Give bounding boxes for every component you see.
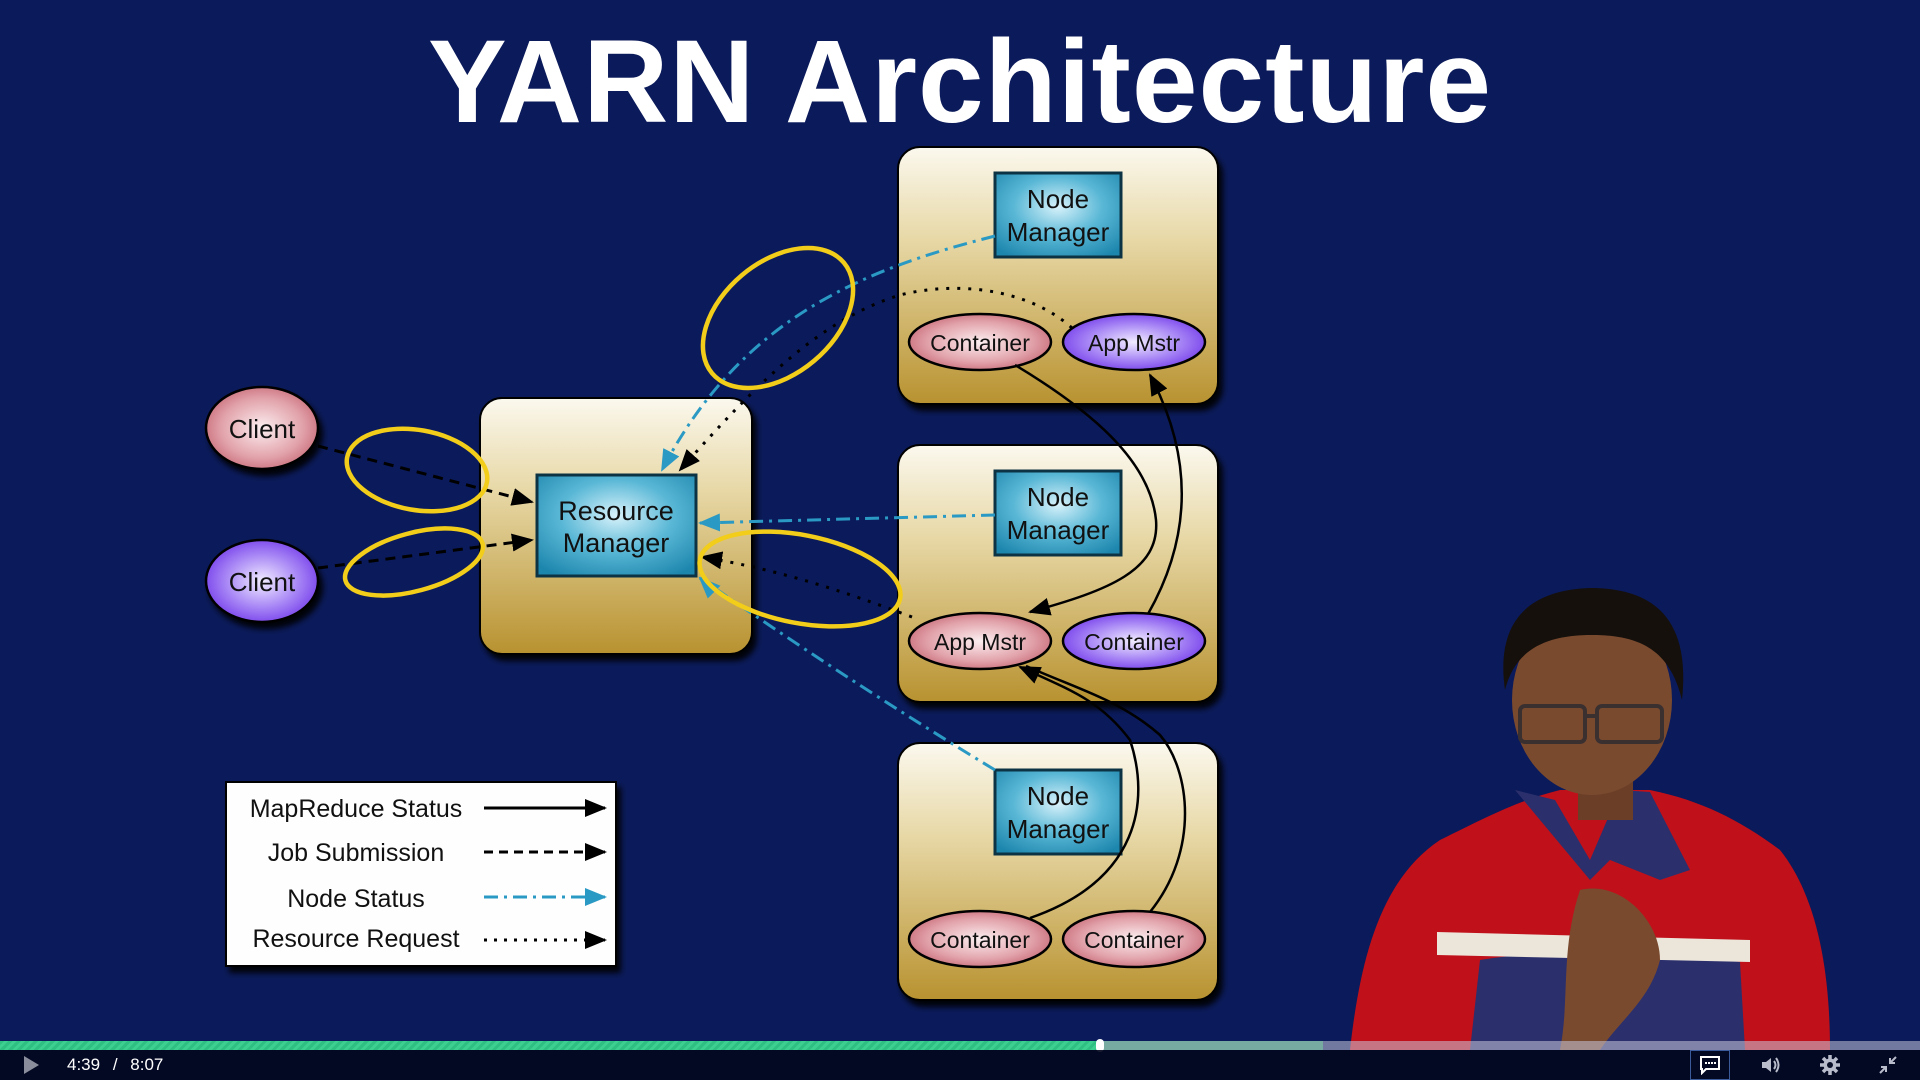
client-1-label: Client [229, 414, 296, 444]
captions-button[interactable] [1690, 1050, 1730, 1080]
app-master-ellipse [1061, 312, 1207, 372]
seek-bar[interactable] [0, 1039, 1920, 1052]
exit-fullscreen-icon [1879, 1056, 1897, 1074]
app-master-ellipse [907, 611, 1053, 671]
node-manager-label-2: Manager [1007, 217, 1110, 247]
client-2-label: Client [229, 567, 296, 597]
mapreduce-status-arrow-4 [1025, 664, 1187, 913]
node-manager-label-1: Node [1027, 482, 1089, 512]
container-ellipse [907, 909, 1053, 969]
node-manager-label-1: Node [1027, 184, 1089, 214]
volume-icon [1762, 1057, 1780, 1073]
node-status-arrow-3 [698, 576, 721, 599]
highlight-ellipse [342, 526, 486, 598]
captions-icon [1700, 1056, 1720, 1075]
node-status-arrow-2 [698, 513, 996, 532]
played-bar [0, 1041, 1101, 1050]
volume-button[interactable] [1753, 1050, 1789, 1080]
node-3-right-label: Container [1084, 927, 1184, 953]
time-display: 4:39 / 8:07 [67, 1050, 163, 1080]
node-host-3: Node Manager Container Container [897, 742, 1219, 1001]
settings-button[interactable] [1812, 1050, 1848, 1080]
node-1-right-label: App Mstr [1088, 330, 1180, 356]
duration: 8:07 [130, 1055, 164, 1074]
highlight-ellipse [700, 245, 856, 391]
mapreduce-status-arrow-3 [1018, 665, 1140, 920]
legend-label-mapreduce-status: MapReduce Status [250, 795, 463, 823]
play-button[interactable] [14, 1050, 48, 1080]
resource-manager-box [535, 473, 698, 578]
highlight-ellipse [697, 529, 903, 629]
legend-label-resource-request: Resource Request [252, 925, 459, 953]
node-manager-label-2: Manager [1007, 515, 1110, 545]
client-2: Client [204, 538, 320, 624]
job-submission-arrow-1 [317, 444, 534, 506]
node-manager-label-2: Manager [1007, 814, 1110, 844]
node-host-1: Node Manager Container App Mstr [897, 146, 1219, 405]
legend-label-job-submission: Job Submission [268, 839, 444, 867]
presenter-video [1350, 588, 1830, 1050]
node-manager-box [993, 171, 1123, 259]
gear-icon [1820, 1055, 1840, 1075]
node-3-left-label: Container [930, 927, 1030, 953]
legend: MapReduce Status Job Submission Node Sta… [225, 781, 617, 967]
container-ellipse [1061, 909, 1207, 969]
legend-label-node-status: Node Status [287, 885, 425, 913]
mapreduce-status-arrow-1 [1014, 363, 1158, 616]
current-time: 4:39 [67, 1055, 101, 1074]
seek-thumb[interactable] [1096, 1039, 1105, 1052]
node-status-arrow-1 [660, 234, 996, 472]
resource-manager-label-1: Resource [558, 496, 674, 526]
highlight-ellipse [344, 426, 490, 514]
resource-manager-label-2: Manager [563, 528, 670, 558]
node-1-left-label: Container [930, 330, 1030, 356]
mapreduce-status-arrow-2 [1146, 373, 1183, 615]
time-separator: / [112, 1055, 118, 1074]
node-host-2: Node Manager App Mstr Container [897, 444, 1219, 703]
exit-fullscreen-button[interactable] [1870, 1050, 1906, 1080]
slide-title: YARN Architecture [427, 16, 1493, 148]
node-2-left-label: App Mstr [934, 629, 1026, 655]
resource-request-arrow-1 [678, 286, 1074, 472]
client-1: Client [204, 385, 320, 471]
node-manager-box [993, 768, 1123, 856]
player-controls: 4:39 / 8:07 [0, 1050, 1920, 1080]
container-ellipse [907, 312, 1053, 372]
node-manager-label-1: Node [1027, 781, 1089, 811]
node-status-line-3 [699, 576, 996, 772]
play-icon [24, 1056, 39, 1074]
container-ellipse [1061, 611, 1207, 671]
node-2-right-label: Container [1084, 629, 1184, 655]
node-manager-box [993, 469, 1123, 557]
